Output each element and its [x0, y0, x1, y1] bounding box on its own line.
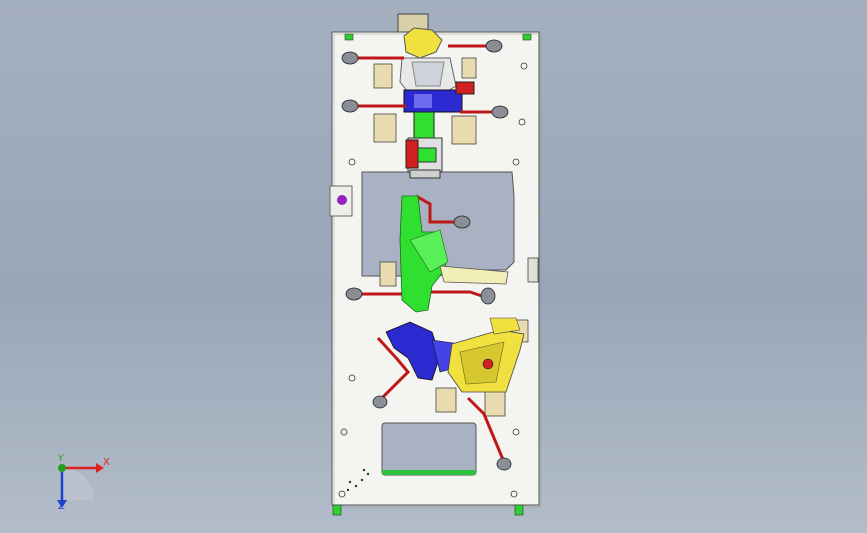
coordinate-triad	[57, 463, 104, 508]
clamp-handles[interactable]	[341, 39, 512, 471]
plate-holes	[338, 62, 528, 498]
triad-y-label: Y	[58, 454, 64, 464]
corner-feet	[332, 33, 532, 516]
datum-marker-icon	[337, 195, 347, 205]
triad-x-label: X	[103, 457, 110, 468]
yellow-top-part[interactable]	[397, 13, 443, 59]
green-part-upper[interactable]	[405, 111, 443, 179]
yellow-part-lower[interactable]	[447, 317, 525, 393]
green-part-main[interactable]	[399, 195, 509, 313]
engraved-dots	[346, 468, 370, 492]
triad-z-label: Z	[58, 501, 65, 512]
upper-locator-assembly[interactable]	[399, 57, 475, 113]
